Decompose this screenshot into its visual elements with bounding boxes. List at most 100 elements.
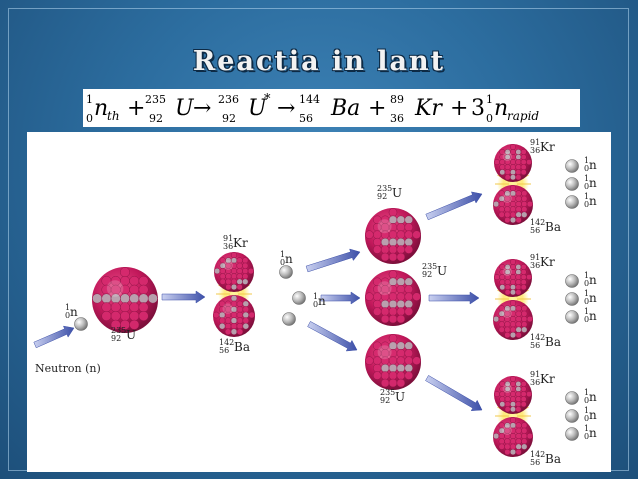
arrow-to-fission-middle bbox=[428, 291, 480, 305]
eq-coefficient: 3 bbox=[471, 96, 485, 121]
eq-u235-symbol: U bbox=[175, 96, 195, 121]
eq-nth-mass: 1 bbox=[86, 93, 93, 106]
svg-text:36: 36 bbox=[223, 242, 233, 251]
svg-text:36: 36 bbox=[530, 378, 540, 387]
svg-text:0: 0 bbox=[313, 300, 318, 309]
svg-text:0: 0 bbox=[584, 432, 589, 441]
fission-1-neutron-3 bbox=[282, 312, 296, 326]
svg-text:n: n bbox=[589, 176, 597, 190]
svg-text:0: 0 bbox=[584, 315, 589, 324]
svg-text:91: 91 bbox=[530, 253, 540, 262]
uranium-nucleus-top bbox=[365, 208, 421, 264]
incoming-neutron-arrow bbox=[33, 325, 75, 349]
svg-text:142: 142 bbox=[219, 338, 234, 347]
svg-text:U: U bbox=[395, 390, 405, 404]
svg-text:n: n bbox=[589, 194, 597, 208]
svg-text:0: 0 bbox=[65, 311, 70, 320]
svg-text:U: U bbox=[126, 328, 136, 342]
eq-arrow-1: → bbox=[193, 96, 211, 121]
fission-1-neutron-2 bbox=[292, 291, 306, 305]
svg-text:1: 1 bbox=[584, 271, 589, 280]
svg-text:36: 36 bbox=[530, 261, 540, 270]
arrow-to-uranium-top bbox=[305, 248, 361, 273]
svg-text:91: 91 bbox=[530, 370, 540, 379]
fission-middle-neutron-n1 bbox=[565, 274, 579, 288]
svg-text:1: 1 bbox=[584, 174, 589, 183]
eq-ba-symbol: Ba bbox=[330, 96, 360, 121]
svg-text:1: 1 bbox=[280, 250, 285, 259]
svg-text:Kr: Kr bbox=[233, 236, 248, 250]
fission-top-barium-nucleus bbox=[493, 185, 533, 225]
eq-u235-mass: 235 bbox=[145, 93, 166, 106]
eq-kr-mass: 89 bbox=[390, 93, 404, 106]
svg-text:1: 1 bbox=[584, 307, 589, 316]
svg-text:1: 1 bbox=[313, 292, 318, 301]
svg-text:Ba: Ba bbox=[234, 340, 250, 354]
fission-bottom-neutron-n2 bbox=[565, 409, 579, 423]
svg-text:142: 142 bbox=[530, 218, 545, 227]
svg-text:56: 56 bbox=[219, 346, 229, 355]
eq-nrapid-atomic: 0 bbox=[486, 112, 493, 125]
svg-text:235: 235 bbox=[377, 184, 392, 193]
svg-text:91: 91 bbox=[530, 138, 540, 147]
svg-text:235: 235 bbox=[422, 262, 437, 271]
svg-text:235: 235 bbox=[111, 326, 126, 335]
svg-text:U: U bbox=[392, 186, 402, 200]
neutron-label: Neutron (n) bbox=[35, 362, 101, 375]
fission-1-krypton-nucleus bbox=[214, 252, 254, 292]
incoming-neutron bbox=[74, 317, 88, 331]
svg-text:92: 92 bbox=[422, 270, 432, 279]
fission-bottom-krypton-nucleus bbox=[493, 375, 533, 414]
svg-text:1: 1 bbox=[584, 156, 589, 165]
svg-text:0: 0 bbox=[584, 182, 589, 191]
svg-text:Ba: Ba bbox=[545, 452, 561, 466]
eq-plus-2: + bbox=[368, 96, 386, 121]
svg-text:n: n bbox=[589, 158, 597, 172]
svg-text:n: n bbox=[589, 309, 597, 323]
fission-1-neutron-1 bbox=[279, 265, 293, 279]
svg-text:U: U bbox=[437, 264, 447, 278]
svg-text:1: 1 bbox=[584, 388, 589, 397]
fission-middle-neutron-n2 bbox=[565, 292, 579, 306]
arrow-to-uranium-bottom bbox=[307, 321, 358, 352]
svg-text:Kr: Kr bbox=[540, 372, 555, 386]
svg-text:0: 0 bbox=[584, 414, 589, 423]
eq-nrapid-sub: rapid bbox=[507, 109, 539, 123]
svg-text:1: 1 bbox=[584, 289, 589, 298]
svg-text:0: 0 bbox=[584, 164, 589, 173]
svg-text:Ba: Ba bbox=[545, 220, 561, 234]
fission-1-barium-nucleus bbox=[213, 295, 255, 337]
fission-top-krypton-nucleus bbox=[493, 143, 533, 182]
svg-text:56: 56 bbox=[530, 226, 540, 235]
fission-top-neutron-n1 bbox=[565, 159, 579, 173]
eq-ba-mass: 144 bbox=[299, 93, 320, 106]
slide-title: Reactia in lant bbox=[192, 46, 446, 77]
eq-plus-3: + bbox=[450, 96, 468, 121]
eq-nrapid-mass: 1 bbox=[486, 93, 493, 106]
svg-text:n: n bbox=[589, 273, 597, 287]
svg-text:92: 92 bbox=[111, 334, 121, 343]
fission-bottom-barium-nucleus bbox=[493, 417, 533, 457]
svg-text:Ba: Ba bbox=[545, 335, 561, 349]
fission-middle-krypton-nucleus bbox=[493, 258, 533, 297]
svg-text:0: 0 bbox=[584, 200, 589, 209]
uranium-nucleus-bottom bbox=[365, 334, 421, 390]
